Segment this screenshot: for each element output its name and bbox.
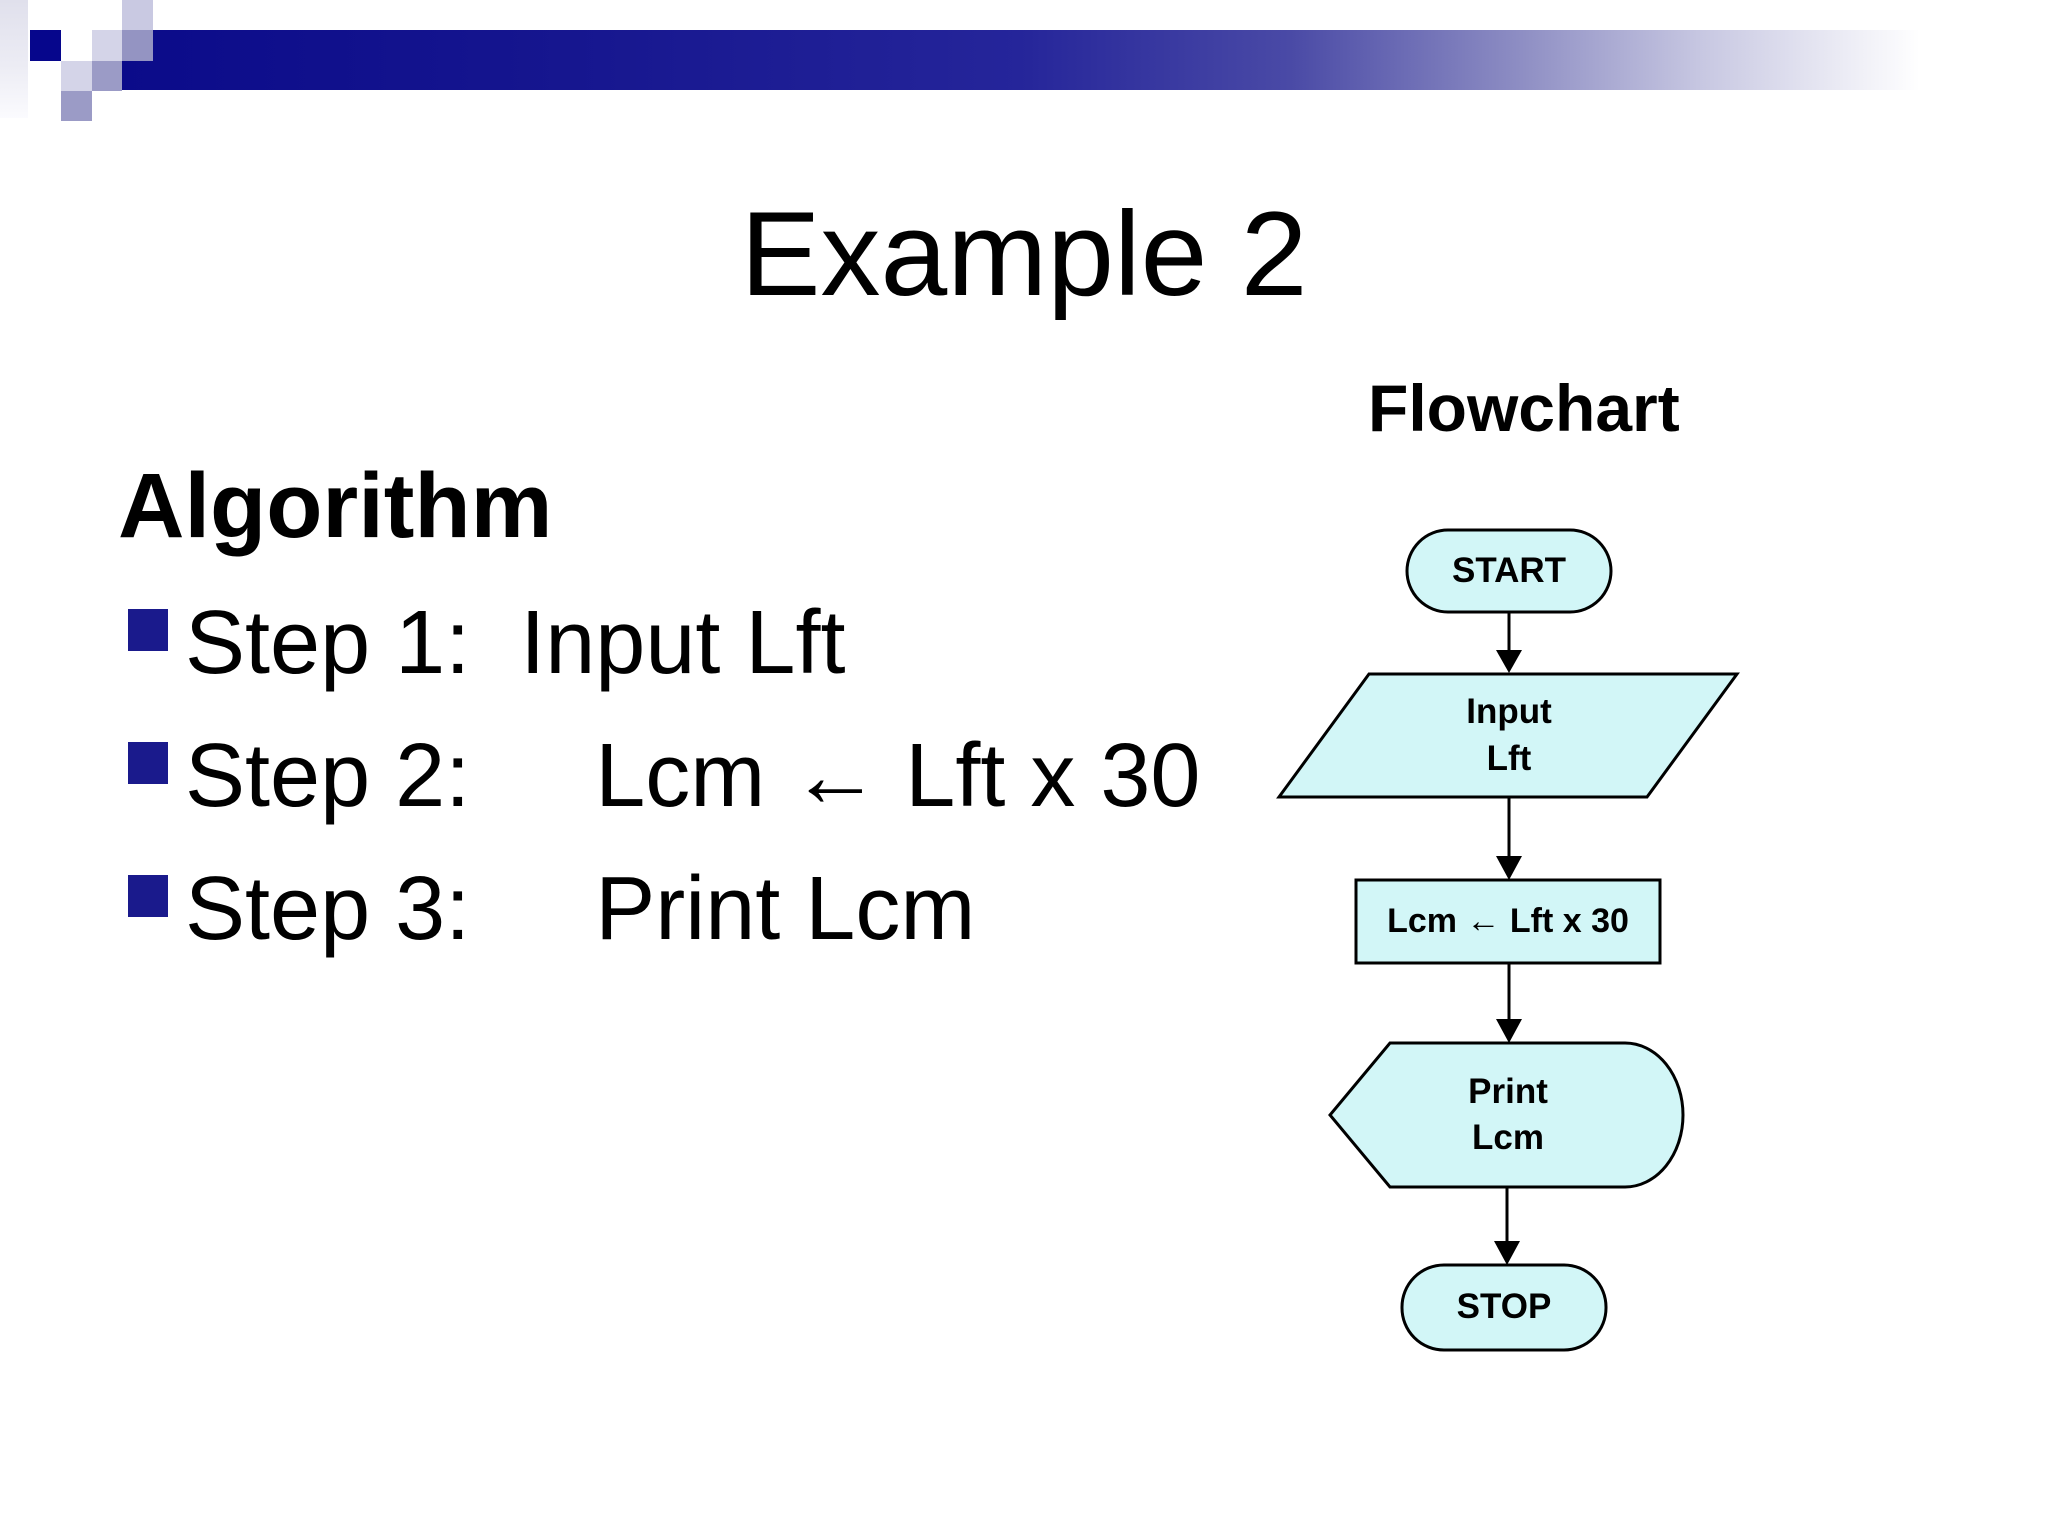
- flow-arrowhead-icon: [1494, 1241, 1520, 1265]
- display-shape: [1328, 1041, 1685, 1189]
- flowchart-node-stop-label: STOP: [1456, 1287, 1552, 1327]
- flowchart-node-print-label: Print Lcm: [1468, 1071, 1548, 1157]
- stop-terminator-shape: [1400, 1263, 1608, 1352]
- algorithm-heading: Algorithm: [118, 455, 553, 557]
- algorithm-step-2: Step 2: Lcm ← Lft x 30: [128, 731, 1200, 821]
- flowchart-heading: Flowchart: [1368, 371, 1680, 445]
- step-text: Step 3: Print Lcm: [185, 859, 976, 959]
- bullet-square-icon: [128, 742, 168, 784]
- input-parallelogram-shape: [1276, 672, 1740, 799]
- flow-arrowhead-icon: [1496, 856, 1522, 880]
- flow-arrowhead-icon: [1496, 1019, 1522, 1043]
- flowchart-diagram: START Input Lft Lcm ← Lft x 30 Print Lcm…: [1240, 500, 1760, 1400]
- banner-mosaic-square: [122, 30, 153, 61]
- bullet-square-icon: [128, 609, 168, 651]
- banner-mosaic-square: [92, 61, 122, 91]
- bullet-square-icon: [128, 875, 168, 917]
- step-text: Step 1: Input Lft: [185, 593, 846, 693]
- step-text: Step 2: Lcm ← Lft x 30: [185, 726, 1201, 826]
- banner-mosaic-square: [92, 30, 122, 61]
- algorithm-step-1: Step 1: Input Lft: [128, 598, 845, 688]
- algorithm-step-3: Step 3: Print Lcm: [128, 864, 975, 954]
- flowchart-node-start-label: START: [1451, 550, 1567, 590]
- banner-mosaic-square: [122, 0, 153, 30]
- banner-mosaic-square: [61, 91, 92, 121]
- slide-title: Example 2: [740, 187, 1308, 321]
- flowchart-node-input-label: Input Lft: [1466, 692, 1552, 778]
- flowchart-node-process-label: Lcm ← Lft x 30: [1387, 902, 1629, 941]
- banner-gradient-bar: [122, 30, 1920, 90]
- banner-mosaic-square: [61, 61, 92, 91]
- banner-mosaic-square: [30, 30, 61, 61]
- flow-arrowhead-icon: [1496, 650, 1522, 673]
- flowchart-shapes: [1276, 528, 1740, 1352]
- banner-left-strip: [0, 0, 28, 118]
